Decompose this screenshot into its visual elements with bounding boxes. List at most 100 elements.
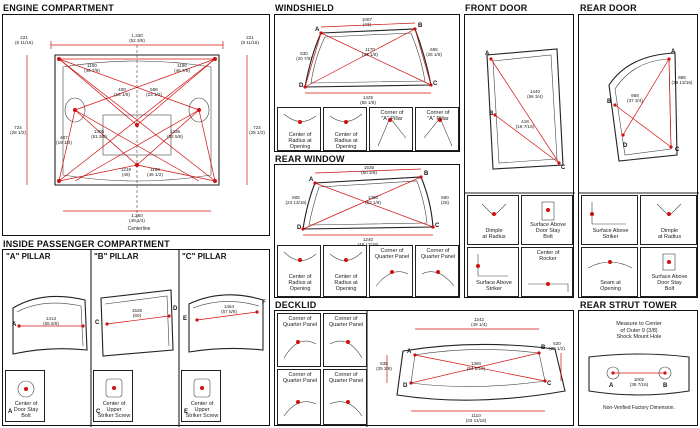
rear-door-thumb-c-caption: Seam at Opening bbox=[600, 280, 621, 292]
rear-window-point-d: D bbox=[297, 225, 302, 231]
engine-dim-left-top: 221 (8 11/16) bbox=[14, 35, 34, 45]
decklid-thumb-a: Corner of Quarter Panel bbox=[277, 313, 321, 367]
engine-dim-1190a: 1190 (46 7/8) bbox=[84, 63, 100, 73]
a-pillar-thumb: Center of Door Stay Bolt A bbox=[5, 370, 45, 422]
rear-strut-point-a: A bbox=[609, 383, 614, 389]
decklid-thumb-d: Corner of Quarter Panel bbox=[323, 369, 367, 425]
rear-door-point-c: C bbox=[675, 147, 680, 153]
windshield-thumb-b: Center of Radius at Opening bbox=[323, 107, 367, 151]
rear-door-dim-1: 958 (37 3/4) bbox=[627, 93, 643, 103]
decklid-point-c: C bbox=[547, 381, 552, 387]
windshield-diagram bbox=[303, 22, 433, 94]
windshield-thumb-a: Center of Radius at Opening bbox=[277, 107, 321, 151]
front-door-diagram bbox=[465, 48, 575, 194]
b-thumb-point: C bbox=[96, 409, 101, 415]
front-door-thumb-a: Dimple at Radius bbox=[467, 195, 519, 245]
engine-dim-408: 408 (16 1/8) bbox=[114, 87, 130, 97]
windshield-thumb-c-caption: Corner of "A" Pillar bbox=[380, 110, 404, 122]
rear-window-dim-mid: 1350 (53 1/8) bbox=[365, 195, 381, 205]
engine-dim-1305: 1305 (51 3/8) bbox=[91, 129, 107, 139]
engine-dim-1190b: 1190 (46 7/8) bbox=[174, 63, 190, 73]
b-pillar-point-c: C bbox=[95, 320, 100, 326]
rear-strut-panel: Measure to Center of Outer 9 (3/8) Shock… bbox=[578, 310, 698, 426]
rear-window-point-b: B bbox=[424, 171, 429, 177]
rear-window-diagram bbox=[301, 168, 435, 236]
rear-door-thumb-d-caption: Surface Above Door Stay Bolt bbox=[651, 274, 688, 292]
windshield-thumb-c: Corner of "A" Pillar bbox=[369, 107, 413, 151]
decklid-dim-bottom: 1110 (43 11/16) bbox=[465, 413, 487, 423]
windshield-point-d: D bbox=[299, 83, 304, 89]
rear-door-thumb-b: Dimple at Radius bbox=[640, 195, 697, 245]
engine-dim-1335: 1335 (52 5/8) bbox=[167, 129, 183, 139]
b-pillar-point-d: D bbox=[173, 306, 178, 312]
c-pillar-label: "C" PILLAR bbox=[182, 252, 227, 261]
engine-dim-596: 596 (23 1/2) bbox=[146, 87, 162, 97]
engine-dim-right-side: 724 (28 1/2) bbox=[249, 125, 265, 135]
rear-strut-title: REAR STRUT TOWER bbox=[580, 300, 678, 310]
front-door-point-b: B bbox=[489, 111, 494, 117]
windshield-point-c: C bbox=[433, 81, 438, 87]
rear-door-diagram bbox=[579, 52, 699, 194]
engine-dim-right-top: 221 (8 11/16) bbox=[240, 35, 260, 45]
inside-compartment-diagram bbox=[12, 250, 264, 427]
inside-compartment-panel: "A" PILLAR 1413 (55 5/8) A Center of Doo… bbox=[2, 249, 270, 427]
front-door-thumb-d: Center of Rocker bbox=[521, 247, 573, 297]
engine-dim-top: 1,330 (52 3/8) bbox=[129, 33, 145, 43]
windshield-dim-bottom: 1425 (56 1/8) bbox=[360, 95, 376, 105]
rear-window-dim-left: 605 (23 13/16) bbox=[285, 195, 307, 205]
front-door-thumb-c-caption: Surface Above Striker bbox=[476, 280, 512, 292]
front-door-thumb-b-caption: Surface Above Door Stay Bolt bbox=[530, 222, 566, 240]
windshield-dim-right: 665 (26 1/8) bbox=[426, 47, 442, 57]
front-door-title: FRONT DOOR bbox=[465, 3, 528, 13]
decklid-point-d: D bbox=[403, 383, 408, 389]
windshield-thumb-d-caption: Corner of "A" Pillar bbox=[426, 110, 450, 122]
decklid-thumb-a-caption: Corner of Quarter Panel bbox=[282, 316, 318, 328]
c-pillar-dim: 1464 (57 5/8) bbox=[221, 304, 237, 314]
engine-compartment-diagram bbox=[26, 41, 248, 225]
a-pillar-caption: Center of Door Stay Bolt bbox=[13, 401, 39, 419]
decklid-dim-right: 520 (20 1/2) bbox=[549, 341, 565, 351]
front-door-panel: 1440 (56 3/4) 418 (16 7/16) A B C Dimple… bbox=[464, 14, 575, 298]
rear-window-thumb-d: Corner of Quarter Panel bbox=[415, 245, 459, 297]
rear-window-thumb-d-caption: Corner of Quarter Panel bbox=[420, 248, 456, 260]
rear-window-dim-right: 660 (26) bbox=[440, 195, 450, 205]
a-pillar-dim: 1413 (55 5/8) bbox=[43, 316, 59, 326]
rear-strut-point-b: B bbox=[663, 383, 668, 389]
a-thumb-point: A bbox=[8, 409, 13, 415]
windshield-thumb-a-caption: Center of Radius at Opening bbox=[288, 132, 312, 150]
inside-compartment-title: INSIDE PASSENGER COMPARTMENT bbox=[3, 239, 170, 249]
c-pillar-point-e: E bbox=[183, 316, 188, 322]
decklid-point-b: B bbox=[541, 345, 546, 351]
windshield-dim-left: 530 (20 7/8) bbox=[296, 51, 312, 61]
front-door-dim-2: 418 (16 7/16) bbox=[515, 119, 535, 129]
engine-dim-left-side: 724 (28 1/2) bbox=[10, 125, 26, 135]
decklid-thumb-d-caption: Corner of Quarter Panel bbox=[328, 372, 364, 384]
front-door-thumb-d-caption: Center of Rocker bbox=[536, 250, 560, 262]
decklid-title: DECKLID bbox=[275, 300, 317, 310]
front-door-dim-1: 1440 (56 3/4) bbox=[527, 89, 543, 99]
decklid-thumb-c: Corner of Quarter Panel bbox=[277, 369, 321, 425]
decklid-dim-mid: 1380 (54 5/16) bbox=[466, 361, 486, 371]
c-pillar-caption: Center of Upper Striker Screw bbox=[185, 401, 219, 419]
rear-door-panel: 958 (37 3/4) 986 (38 13/16) A B C D Surf… bbox=[578, 14, 699, 298]
windshield-thumb-b-caption: Center of Radius at Opening bbox=[334, 132, 358, 150]
decklid-dim-left: 635 (25 3/8) bbox=[376, 361, 392, 371]
b-pillar-dim: 1526 (60) bbox=[131, 308, 143, 318]
engine-dim-1219: 1219 (48) bbox=[120, 167, 132, 177]
engine-compartment-title: ENGINE COMPARTMENT bbox=[3, 3, 114, 13]
rear-window-point-a: A bbox=[309, 177, 314, 183]
windshield-panel: 1087 (43) 530 (20 7/8) 1170 (46 1/8) 665… bbox=[274, 14, 460, 152]
rear-strut-measure-note: Measure to Center of Outer 9 (3/8) Shock… bbox=[616, 321, 662, 340]
windshield-title: WINDSHIELD bbox=[275, 3, 334, 13]
engine-dim-bottom: 1,250 (49 1/4) bbox=[129, 213, 145, 223]
rear-door-thumb-c: Seam at Opening bbox=[581, 247, 638, 297]
rear-window-dim-bottom: 1240 (48 13/16) bbox=[358, 237, 379, 247]
decklid-dim-top: 1242 (49 1/4) bbox=[471, 317, 487, 327]
decklid-thumb-b: Corner of Quarter Panel bbox=[323, 313, 367, 367]
rear-window-thumb-c: Corner of Quarter Panel bbox=[369, 245, 413, 297]
rear-door-point-b: B bbox=[607, 99, 612, 105]
rear-window-thumb-c-caption: Corner of Quarter Panel bbox=[374, 248, 410, 260]
rear-strut-footer: Non-Verified Factory Dimension. bbox=[603, 405, 675, 411]
c-pillar-point-f: F bbox=[262, 300, 266, 306]
rear-door-title: REAR DOOR bbox=[580, 3, 637, 13]
